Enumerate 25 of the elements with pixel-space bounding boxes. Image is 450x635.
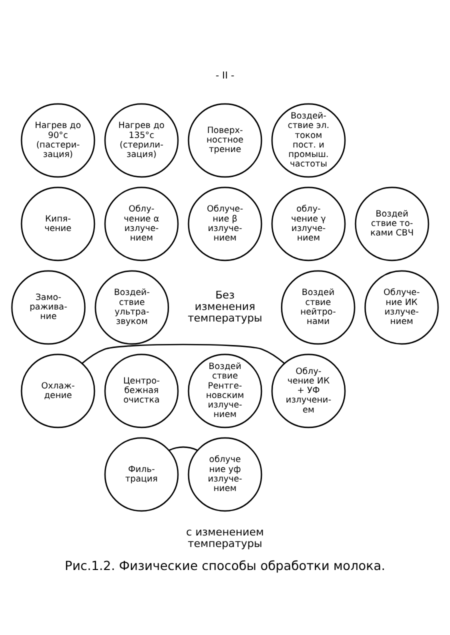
node-circle: Нагрев до 90°с (пастери- зация) [20,102,96,178]
label: с изменением температуры [186,526,264,550]
connector [168,446,198,450]
connector [82,343,285,364]
node-circle: Замо- ражива- ние [11,270,86,344]
caption: Рис.1.2. Физические способы обработки молока. [64,557,386,572]
node-circle: Охлаж- дение [20,353,96,428]
node-circle: Воздей- ствие ультра- звуком [94,270,170,344]
node-circle: Воздей ствие Рентге- новским излуче- нием [188,353,262,428]
node-circle: Воздей ствие то- ками СВЧ [354,186,430,261]
node-circle: Воздей- ствие эл. током пост. и промыш. частоты [271,102,346,178]
node-circle: Облуче- ние ИК излуче- нием [364,270,439,344]
node-circle: облу- чение γ излуче- нием [271,186,346,261]
label: - II - [216,70,234,82]
node-circle: облуче ние уф излуче- нием [188,436,262,512]
node-circle: Филь- трация [104,436,179,512]
node-circle: Облу- чение ИК + УФ излучени- ем [271,353,346,428]
node-circle: Нагрев до 135°с (стерили- зация) [104,102,179,178]
node-circle: Кипя- чение [20,186,96,261]
node-circle: Облуче- ние β излуче- нием [188,186,262,261]
node-circle: Поверх- ностное трение [188,102,262,178]
node-circle: Облу- чение α излуче- нием [104,186,179,261]
label: Без изменения температуры [188,289,262,324]
node-circle: Воздей ствие нейтро- нами [280,270,356,344]
node-circle: Центро- бежная очистка [104,353,179,428]
